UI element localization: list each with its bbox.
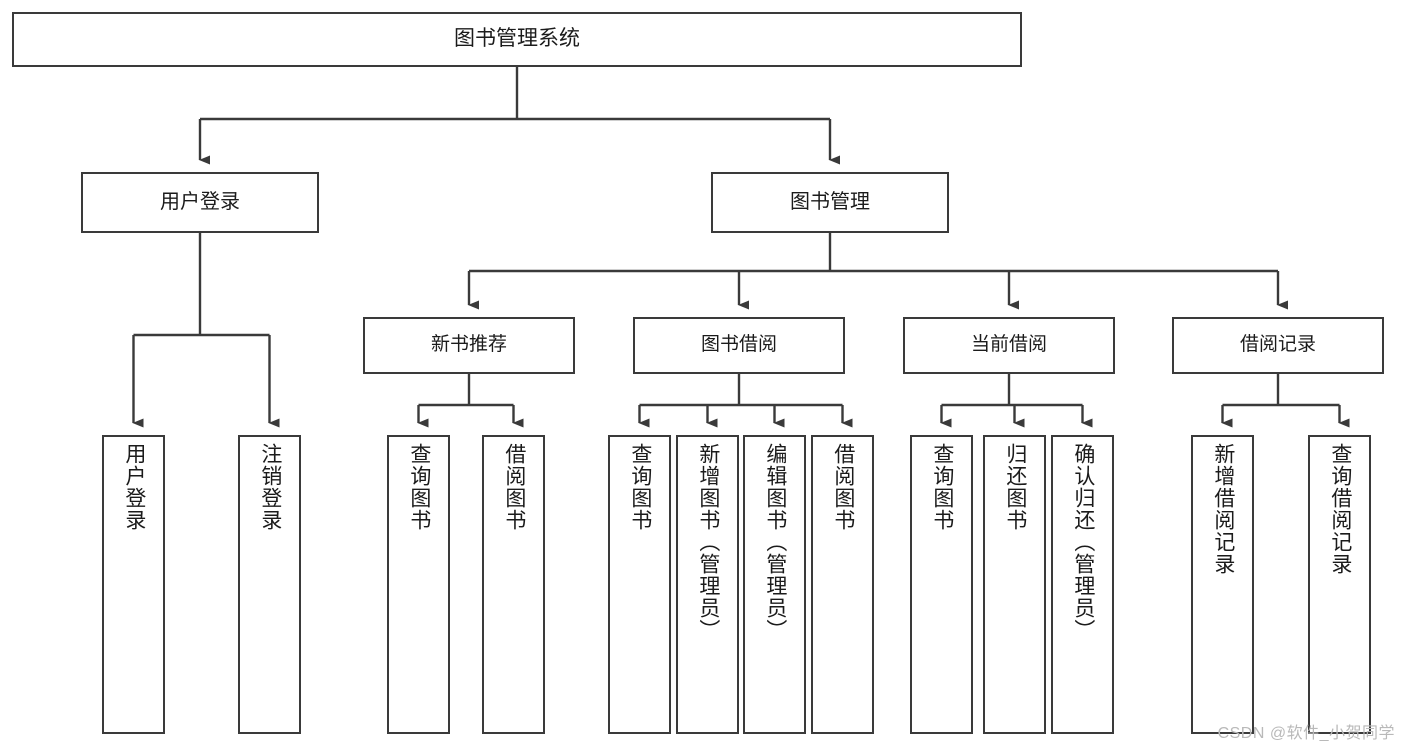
node-leaf-borrow-book-1[interactable]: 借阅图书 — [482, 435, 545, 734]
node-leaf-query-book-3-label: 查询图书 — [930, 443, 954, 531]
node-leaf-add-record[interactable]: 新增借阅记录 — [1191, 435, 1254, 734]
node-leaf-return-book-label: 归还图书 — [1003, 443, 1027, 531]
node-leaf-add-record-label: 新增借阅记录 — [1211, 443, 1235, 575]
node-current-borrow-label: 当前借阅 — [970, 334, 1047, 356]
node-leaf-confirm-return-label: 确认归还（管理员） — [1071, 443, 1095, 641]
node-book-borrow[interactable]: 图书借阅 — [633, 317, 845, 374]
node-user-login[interactable]: 用户登录 — [81, 172, 319, 233]
node-root[interactable]: 图书管理系统 — [12, 12, 1022, 67]
node-leaf-query-record[interactable]: 查询借阅记录 — [1308, 435, 1371, 734]
watermark: CSDN @软件_小贺同学 — [1217, 725, 1395, 742]
node-leaf-query-record-label: 查询借阅记录 — [1328, 443, 1352, 575]
node-leaf-query-book-2[interactable]: 查询图书 — [608, 435, 671, 734]
node-leaf-borrow-book-2-label: 借阅图书 — [831, 443, 855, 531]
node-leaf-add-book[interactable]: 新增图书（管理员） — [676, 435, 739, 734]
node-leaf-user-login[interactable]: 用户登录 — [102, 435, 165, 734]
node-leaf-borrow-book-2[interactable]: 借阅图书 — [811, 435, 874, 734]
node-new-book-recommend[interactable]: 新书推荐 — [363, 317, 575, 374]
node-leaf-query-book-1[interactable]: 查询图书 — [387, 435, 450, 734]
node-leaf-logout[interactable]: 注销登录 — [238, 435, 301, 734]
node-leaf-query-book-1-label: 查询图书 — [407, 443, 431, 531]
node-user-login-label: 用户登录 — [160, 190, 240, 213]
node-book-borrow-label: 图书借阅 — [700, 334, 777, 356]
node-leaf-confirm-return[interactable]: 确认归还（管理员） — [1051, 435, 1114, 734]
node-new-book-recommend-label: 新书推荐 — [430, 334, 507, 356]
node-leaf-return-book[interactable]: 归还图书 — [983, 435, 1046, 734]
node-leaf-edit-book-label: 编辑图书（管理员） — [763, 443, 787, 641]
node-borrow-record[interactable]: 借阅记录 — [1172, 317, 1384, 374]
node-book-manage-label: 图书管理 — [790, 190, 870, 213]
node-book-manage[interactable]: 图书管理 — [711, 172, 949, 233]
node-leaf-edit-book[interactable]: 编辑图书（管理员） — [743, 435, 806, 734]
node-leaf-add-book-label: 新增图书（管理员） — [696, 443, 720, 641]
node-leaf-user-login-label: 用户登录 — [122, 443, 146, 531]
node-root-label: 图书管理系统 — [454, 27, 580, 51]
node-leaf-query-book-3[interactable]: 查询图书 — [910, 435, 973, 734]
node-leaf-query-book-2-label: 查询图书 — [628, 443, 652, 531]
node-borrow-record-label: 借阅记录 — [1239, 334, 1316, 356]
node-leaf-logout-label: 注销登录 — [258, 443, 282, 531]
node-current-borrow[interactable]: 当前借阅 — [903, 317, 1115, 374]
node-leaf-borrow-book-1-label: 借阅图书 — [502, 443, 526, 531]
